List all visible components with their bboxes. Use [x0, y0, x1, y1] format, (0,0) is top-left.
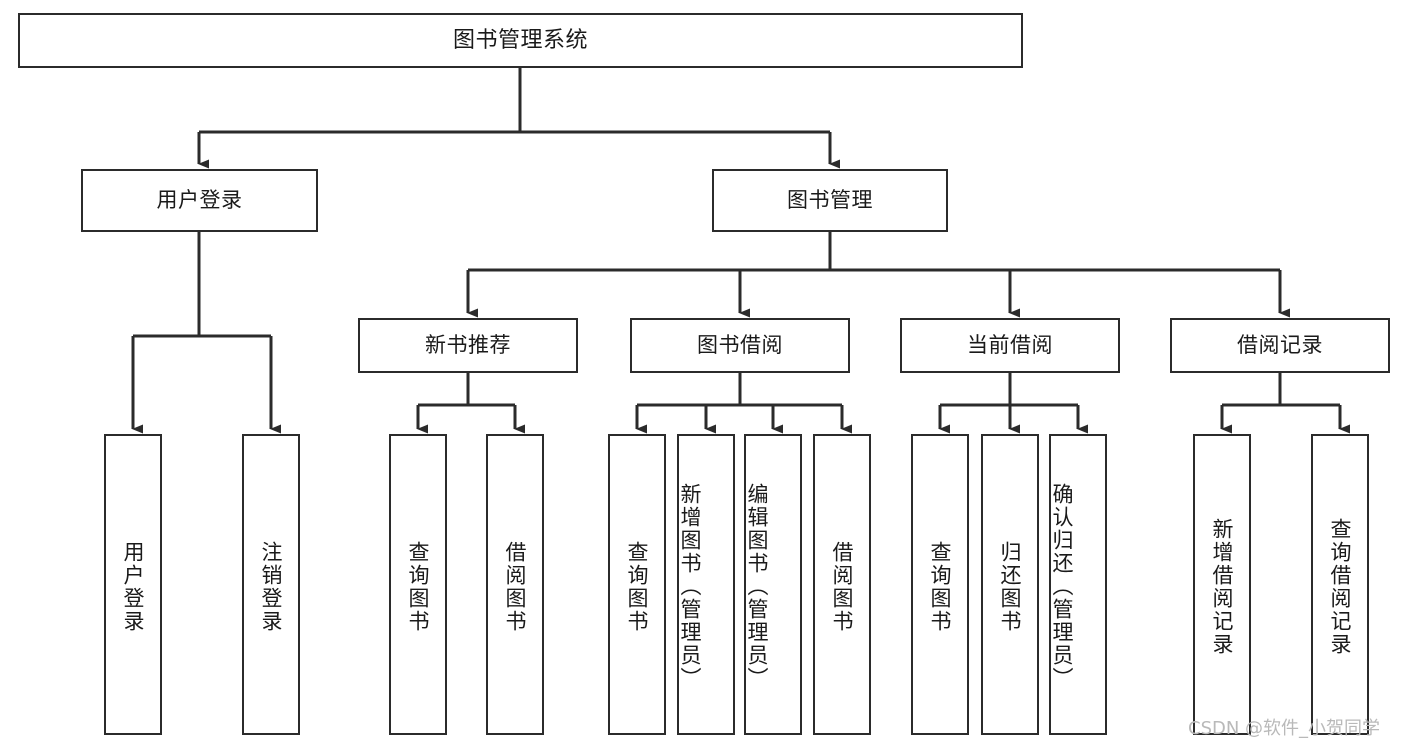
node-label: 新增借阅记录: [1210, 517, 1235, 656]
node-label: 查询图书: [406, 540, 431, 633]
leaf-query-books-current[interactable]: 查询图书: [911, 434, 969, 735]
node-label: 图书管理系统: [452, 27, 588, 53]
node-label: 借阅图书: [503, 540, 528, 633]
edges-book-manage-level3: [466, 232, 1290, 318]
leaf-logout[interactable]: 注销登录: [242, 434, 300, 735]
csdn-watermark: CSDN @软件_小贺同学: [1188, 718, 1381, 739]
leaf-return-books[interactable]: 归还图书: [981, 434, 1039, 735]
node-label: 用户登录: [156, 188, 243, 213]
node-label: 新书推荐: [425, 333, 511, 358]
leaf-borrow-books-newbook[interactable]: 借阅图书: [486, 434, 544, 735]
leaf-borrow-books[interactable]: 借阅图书: [813, 434, 871, 735]
edges-user-login-leaves: [131, 232, 281, 434]
node-book-borrowing[interactable]: 图书借阅: [630, 318, 850, 373]
leaf-confirm-return-admin[interactable]: 确认归还（管理员）: [1049, 434, 1107, 735]
edges-current-leaves: [938, 373, 1088, 434]
node-label: 当前借阅: [967, 333, 1053, 358]
node-label: 确认归还（管理员）: [1050, 483, 1075, 690]
node-label: 归还图书: [998, 540, 1023, 633]
node-root-book-management-system[interactable]: 图书管理系统: [18, 13, 1023, 68]
node-label: 用户登录: [121, 540, 146, 633]
node-current-borrowing[interactable]: 当前借阅: [900, 318, 1120, 373]
leaf-query-books-newbook[interactable]: 查询图书: [389, 434, 447, 735]
edges-root-level2: [197, 68, 840, 169]
node-label: 借阅记录: [1237, 333, 1323, 358]
node-borrow-records[interactable]: 借阅记录: [1170, 318, 1390, 373]
node-label: 图书管理: [787, 188, 873, 213]
node-label: 编辑图书（管理员）: [745, 483, 770, 690]
leaf-add-book-admin[interactable]: 新增图书（管理员）: [677, 434, 735, 735]
node-user-login[interactable]: 用户登录: [81, 169, 318, 232]
node-label: 注销登录: [259, 540, 284, 633]
node-label: 新增图书（管理员）: [678, 483, 703, 690]
node-book-management[interactable]: 图书管理: [712, 169, 948, 232]
node-label: 借阅图书: [830, 540, 855, 633]
node-label: 图书借阅: [697, 333, 783, 358]
leaf-add-borrow-record[interactable]: 新增借阅记录: [1193, 434, 1251, 735]
edges-borrow-leaves: [635, 373, 852, 434]
node-label: 查询借阅记录: [1328, 517, 1353, 656]
edges-records-leaves: [1220, 373, 1350, 434]
edges-new-book-leaves: [416, 373, 525, 434]
leaf-query-books-borrow[interactable]: 查询图书: [608, 434, 666, 735]
leaf-edit-book-admin[interactable]: 编辑图书（管理员）: [744, 434, 802, 735]
node-label: 查询图书: [928, 540, 953, 633]
node-new-book-recommendation[interactable]: 新书推荐: [358, 318, 578, 373]
leaf-query-borrow-record[interactable]: 查询借阅记录: [1311, 434, 1369, 735]
leaf-user-login[interactable]: 用户登录: [104, 434, 162, 735]
node-label: 查询图书: [625, 540, 650, 633]
